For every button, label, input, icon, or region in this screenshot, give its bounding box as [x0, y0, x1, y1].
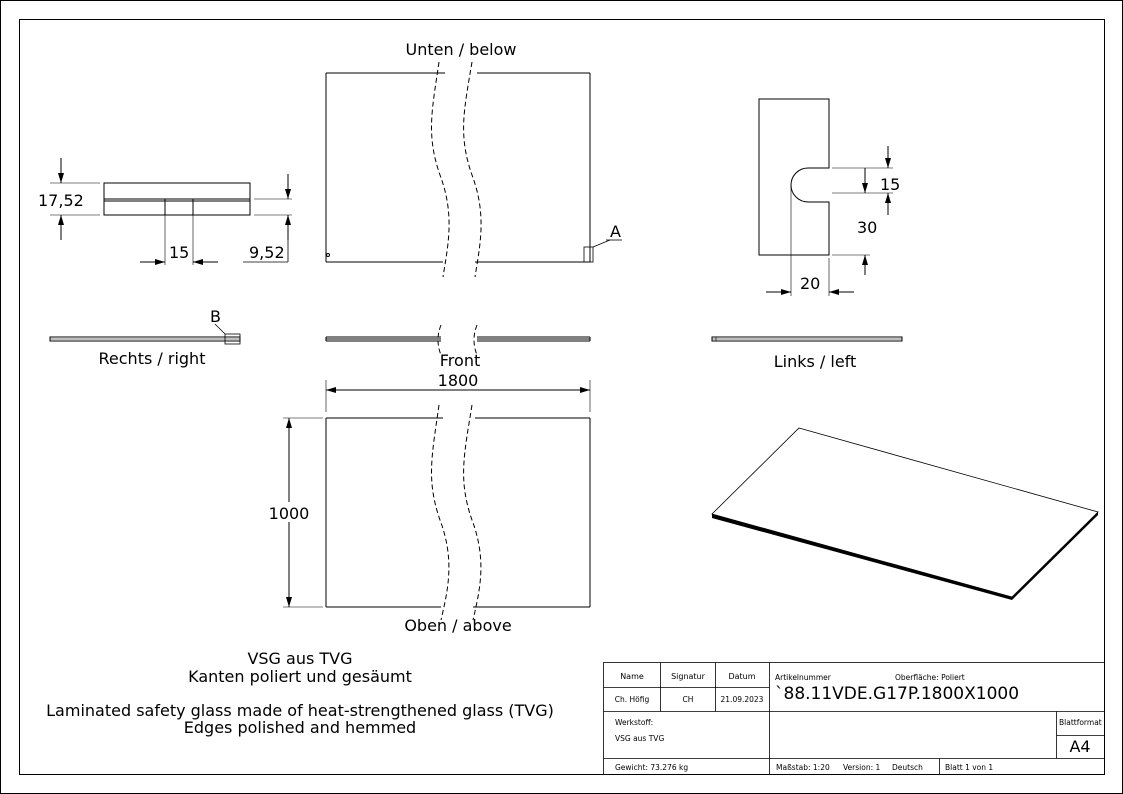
tb-col-name: Name — [620, 672, 644, 681]
tb-sprache: Deutsch — [892, 763, 923, 772]
view-front: Front — [325, 324, 591, 370]
tb-blattformat: A4 — [1069, 737, 1090, 756]
note-de-line1: VSG aus TVG — [247, 649, 352, 668]
drawing-frame — [19, 19, 1105, 775]
view-left-label: Links / left — [774, 352, 857, 371]
detail-b-label: B — [210, 307, 221, 326]
tb-datum: 21.09.2023 — [721, 695, 764, 704]
tb-article-number: `88.11VDE.G17P.1800X1000 — [775, 684, 1019, 704]
dim-slot-width: 20 — [800, 274, 820, 293]
dim-gap: 15 — [169, 243, 189, 262]
tb-werkstoff-label: Werkstoff: — [615, 718, 653, 727]
note-en-line2: Edges polished and hemmed — [184, 718, 416, 737]
view-above-label: Oben / above — [404, 616, 511, 635]
dim-slot-offset: 30 — [857, 218, 877, 237]
edge-detail-view: 17,52 15 9,52 — [38, 158, 292, 265]
view-below-label: Unten / below — [406, 40, 517, 59]
note-en-line1: Laminated safety glass made of heat-stre… — [46, 701, 554, 720]
tb-col-signatur: Signatur — [671, 672, 706, 681]
view-below: Unten / below A — [325, 40, 622, 278]
title-block — [603, 662, 1105, 775]
tb-massstab: Maßstab: 1:20 — [776, 763, 830, 772]
slot-detail-view: 15 30 20 — [758, 98, 900, 296]
title-block-text: Name Signatur Datum Ch. Höfig CH 21.09.2… — [615, 672, 1102, 772]
tb-col-datum: Datum — [728, 672, 755, 681]
tb-oberflaeche: Oberfläche: Poliert — [895, 673, 965, 682]
view-left: Links / left — [711, 336, 903, 371]
view-above: 1800 1000 Oben / above — [267, 371, 591, 635]
tb-blattformat-label: Blattformat — [1059, 718, 1102, 727]
tb-werkstoff: VSG aus TVG — [615, 734, 664, 743]
dim-thickness: 17,52 — [38, 191, 84, 210]
dim-width: 1800 — [438, 371, 479, 390]
isometric-view — [711, 427, 1099, 600]
view-right-label: Rechts / right — [99, 349, 206, 368]
detail-a-label: A — [610, 222, 621, 241]
dim-height: 1000 — [269, 504, 310, 523]
view-front-label: Front — [440, 351, 480, 370]
tb-name: Ch. Höfig — [615, 695, 650, 704]
tb-signatur: CH — [683, 695, 694, 704]
tb-artikel-label: Artikelnummer — [775, 673, 832, 682]
tb-version: Version: 1 — [843, 763, 880, 772]
tb-gewicht: Gewicht: 73.276 kg — [615, 763, 688, 772]
dim-inner: 9,52 — [249, 243, 285, 262]
note-de-line2: Kanten poliert und gesäumt — [188, 667, 412, 686]
dim-slot-depth: 15 — [880, 175, 900, 194]
view-right: B Rechts / right — [49, 307, 241, 368]
notes: VSG aus TVG Kanten poliert und gesäumt L… — [46, 649, 554, 737]
tb-blatt: Blatt 1 von 1 — [945, 763, 993, 772]
